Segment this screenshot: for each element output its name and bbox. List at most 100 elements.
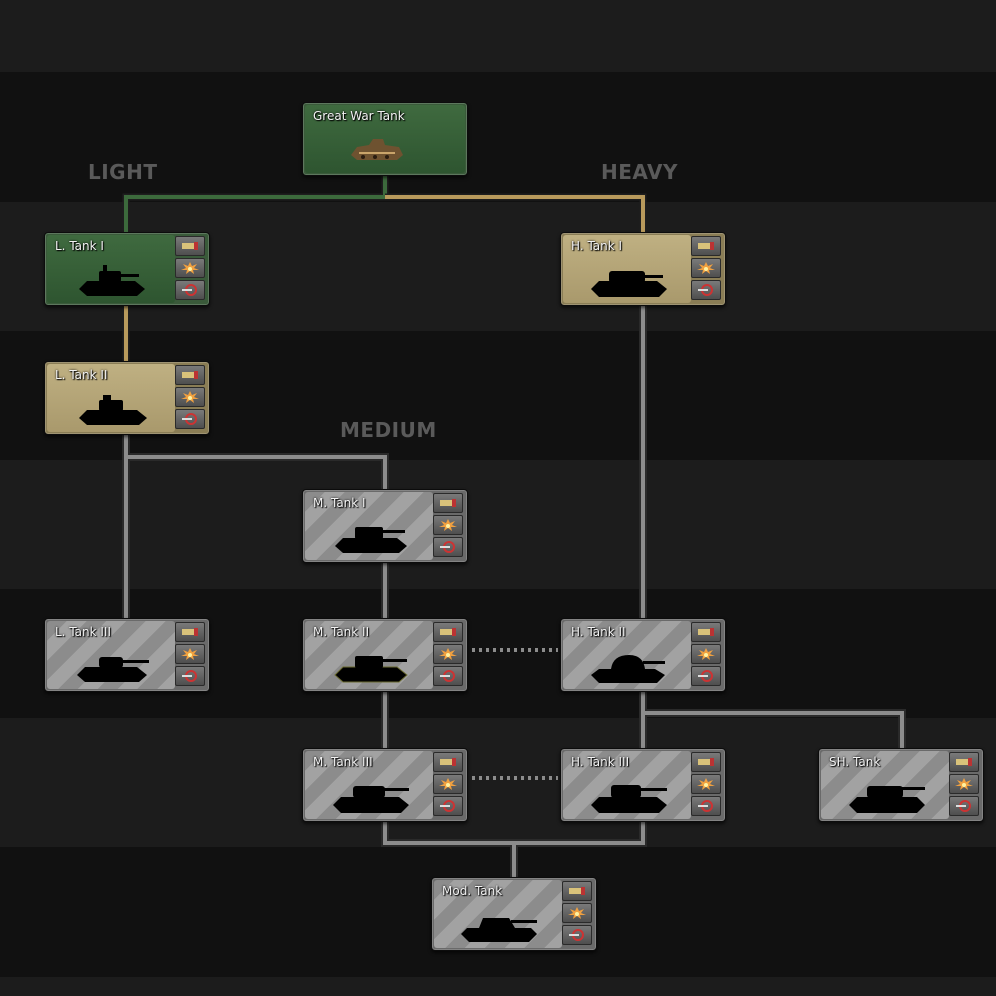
explosion-button[interactable]	[562, 903, 592, 923]
tech-name: H. Tank II	[571, 625, 626, 639]
light-tank-silhouette-icon	[77, 657, 149, 682]
ammo-icon	[698, 628, 714, 636]
variant-buttons	[691, 236, 721, 304]
ammo-button[interactable]	[175, 236, 205, 256]
tech-card-body: H. Tank II	[563, 621, 691, 689]
explosion-icon	[697, 262, 715, 274]
tech-name: SH. Tank	[829, 755, 881, 769]
variant-buttons	[433, 622, 463, 690]
tech-name: Great War Tank	[313, 109, 405, 123]
explosion-icon	[181, 648, 199, 660]
explosion-button[interactable]	[949, 774, 979, 794]
explosion-icon	[697, 778, 715, 790]
tech-card-m-tank-3[interactable]: M. Tank III	[302, 748, 468, 822]
explosion-button[interactable]	[175, 387, 205, 407]
ammo-button[interactable]	[433, 622, 463, 642]
connector-great-war-to-heavy	[385, 195, 645, 234]
connector-great-war-to-light	[122, 176, 389, 234]
crosshair-button[interactable]	[433, 666, 463, 686]
column-label-medium: MEDIUM	[340, 418, 437, 442]
tech-card-h-tank-1[interactable]: H. Tank I	[560, 232, 726, 306]
explosion-button[interactable]	[175, 258, 205, 278]
explosion-button[interactable]	[691, 774, 721, 794]
tech-name: M. Tank III	[313, 755, 373, 769]
ammo-button[interactable]	[949, 752, 979, 772]
ammo-icon	[698, 242, 714, 250]
crosshair-button[interactable]	[175, 409, 205, 429]
variant-buttons	[433, 752, 463, 820]
crosshair-icon	[440, 541, 455, 553]
explosion-button[interactable]	[691, 644, 721, 664]
tech-card-l-tank-1[interactable]: L. Tank I	[44, 232, 210, 306]
light-tank-silhouette-icon	[79, 395, 147, 425]
explosion-button[interactable]	[691, 258, 721, 278]
explosion-button[interactable]	[433, 644, 463, 664]
ammo-icon	[956, 758, 972, 766]
ammo-button[interactable]	[691, 236, 721, 256]
explosion-button[interactable]	[175, 644, 205, 664]
ammo-button[interactable]	[433, 493, 463, 513]
tech-card-body: Mod. Tank	[434, 880, 562, 948]
crosshair-icon	[440, 800, 455, 812]
medium-tank-silhouette-icon	[333, 786, 409, 813]
row-band	[0, 72, 996, 202]
variant-buttons	[433, 493, 463, 561]
ammo-button[interactable]	[691, 752, 721, 772]
row-band	[0, 977, 996, 996]
tech-card-body: H. Tank I	[563, 235, 691, 303]
super-heavy-tank-silhouette-icon	[849, 786, 925, 813]
tech-card-body: L. Tank I	[47, 235, 175, 303]
crosshair-button[interactable]	[562, 925, 592, 945]
explosion-button[interactable]	[433, 774, 463, 794]
tech-card-m-tank-2[interactable]: M. Tank II	[302, 618, 468, 692]
ammo-icon	[182, 242, 198, 250]
crosshair-button[interactable]	[175, 280, 205, 300]
tech-card-l-tank-2[interactable]: L. Tank II	[44, 361, 210, 435]
variant-buttons	[949, 752, 979, 820]
crosshair-button[interactable]	[691, 280, 721, 300]
tech-card-great-war-tank[interactable]: Great War Tank	[302, 102, 468, 176]
tech-card-sh-tank[interactable]: SH. Tank	[818, 748, 984, 822]
row-band	[0, 0, 996, 72]
ammo-button[interactable]	[562, 881, 592, 901]
explosion-icon	[439, 778, 457, 790]
crosshair-icon	[698, 284, 713, 296]
light-tank-silhouette-icon	[79, 265, 145, 296]
ammo-button[interactable]	[175, 622, 205, 642]
tech-name: M. Tank I	[313, 496, 366, 510]
connector-great-war-to-heavy	[385, 193, 647, 234]
connector-group-gray-outline	[122, 304, 906, 879]
ammo-button[interactable]	[433, 752, 463, 772]
crosshair-button[interactable]	[949, 796, 979, 816]
tech-card-h-tank-2[interactable]: H. Tank II	[560, 618, 726, 692]
modern-tank-silhouette-icon	[461, 918, 537, 942]
crosshair-icon	[698, 800, 713, 812]
tech-card-m-tank-1[interactable]: M. Tank I	[302, 489, 468, 563]
tech-card-body: L. Tank II	[47, 364, 175, 432]
crosshair-button[interactable]	[175, 666, 205, 686]
crosshair-button[interactable]	[691, 796, 721, 816]
crosshair-button[interactable]	[433, 537, 463, 557]
connector-great-war-to-light	[124, 176, 387, 234]
explosion-button[interactable]	[433, 515, 463, 535]
crosshair-icon	[956, 800, 971, 812]
crosshair-icon	[182, 284, 197, 296]
crosshair-button[interactable]	[691, 666, 721, 686]
ammo-button[interactable]	[691, 622, 721, 642]
tech-card-h-tank-3[interactable]: H. Tank III	[560, 748, 726, 822]
explosion-icon	[568, 907, 586, 919]
ammo-button[interactable]	[175, 365, 205, 385]
tech-card-l-tank-3[interactable]: L. Tank III	[44, 618, 210, 692]
crosshair-icon	[569, 929, 584, 941]
tech-card-mod-tank[interactable]: Mod. Tank	[431, 877, 597, 951]
ammo-icon	[182, 371, 198, 379]
crosshair-button[interactable]	[433, 796, 463, 816]
tech-card-body: M. Tank III	[305, 751, 433, 819]
tech-card-body: L. Tank III	[47, 621, 175, 689]
medium-tank-silhouette-icon	[335, 527, 407, 553]
crosshair-icon	[440, 670, 455, 682]
variant-buttons	[175, 236, 205, 304]
ammo-icon	[440, 758, 456, 766]
explosion-icon	[439, 648, 457, 660]
